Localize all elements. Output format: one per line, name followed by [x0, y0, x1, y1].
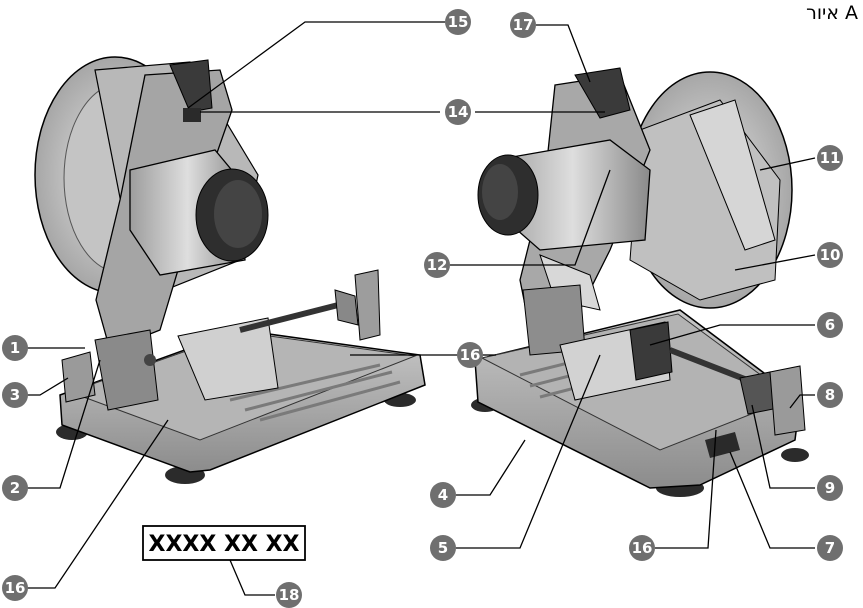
callout-badge-3: 3: [2, 382, 28, 408]
callout-label: 4: [438, 486, 448, 504]
callout-badge-16-left: 16: [457, 342, 483, 368]
callout-label: 3: [10, 386, 20, 404]
callout-label: 16: [460, 346, 481, 364]
callout-label: 1: [10, 339, 20, 357]
callout-badge-6: 6: [817, 312, 843, 338]
figure-title: איור A: [806, 2, 858, 24]
callout-badge-10: 10: [817, 242, 843, 268]
callout-label: 2: [10, 479, 20, 497]
leader-lines: [24, 21, 816, 596]
callout-label: 18: [279, 586, 300, 604]
callout-badge-16-bottom: 16: [2, 575, 28, 601]
callout-label: 16: [5, 579, 26, 597]
callout-badge-15: 15: [445, 9, 471, 35]
callout-badge-16-right: 16: [629, 535, 655, 561]
callout-badge-1: 1: [2, 335, 28, 361]
callout-badge-14: 14: [445, 99, 471, 125]
callout-label: 17: [513, 16, 534, 34]
callout-label: 12: [427, 256, 448, 274]
callout-label: 14: [448, 103, 469, 121]
callout-badge-18: 18: [276, 582, 302, 608]
callout-label: 9: [825, 479, 835, 497]
callout-label: 8: [825, 386, 835, 404]
callout-label: 15: [448, 13, 469, 31]
callout-badge-2: 2: [2, 475, 28, 501]
callout-label: 5: [438, 539, 448, 557]
callout-label: 6: [825, 316, 835, 334]
left-saw-illustration: [34, 56, 426, 484]
callout-badge-11: 11: [817, 145, 843, 171]
callout-badge-5: 5: [430, 535, 456, 561]
model-code-box: XXXX XX XX: [142, 525, 306, 561]
callout-label: 16: [632, 539, 653, 557]
callout-label: 11: [820, 149, 841, 167]
callout-badge-17: 17: [510, 12, 536, 38]
callout-badge-7: 7: [817, 535, 843, 561]
callout-badge-8: 8: [817, 382, 843, 408]
callout-label: 10: [820, 246, 841, 264]
callout-badge-12: 12: [424, 252, 450, 278]
callout-badge-4: 4: [430, 482, 456, 508]
right-saw-illustration: [471, 67, 809, 497]
callout-badge-9: 9: [817, 475, 843, 501]
model-code-text: XXXX XX XX: [148, 532, 299, 557]
callout-label: 7: [825, 539, 835, 557]
